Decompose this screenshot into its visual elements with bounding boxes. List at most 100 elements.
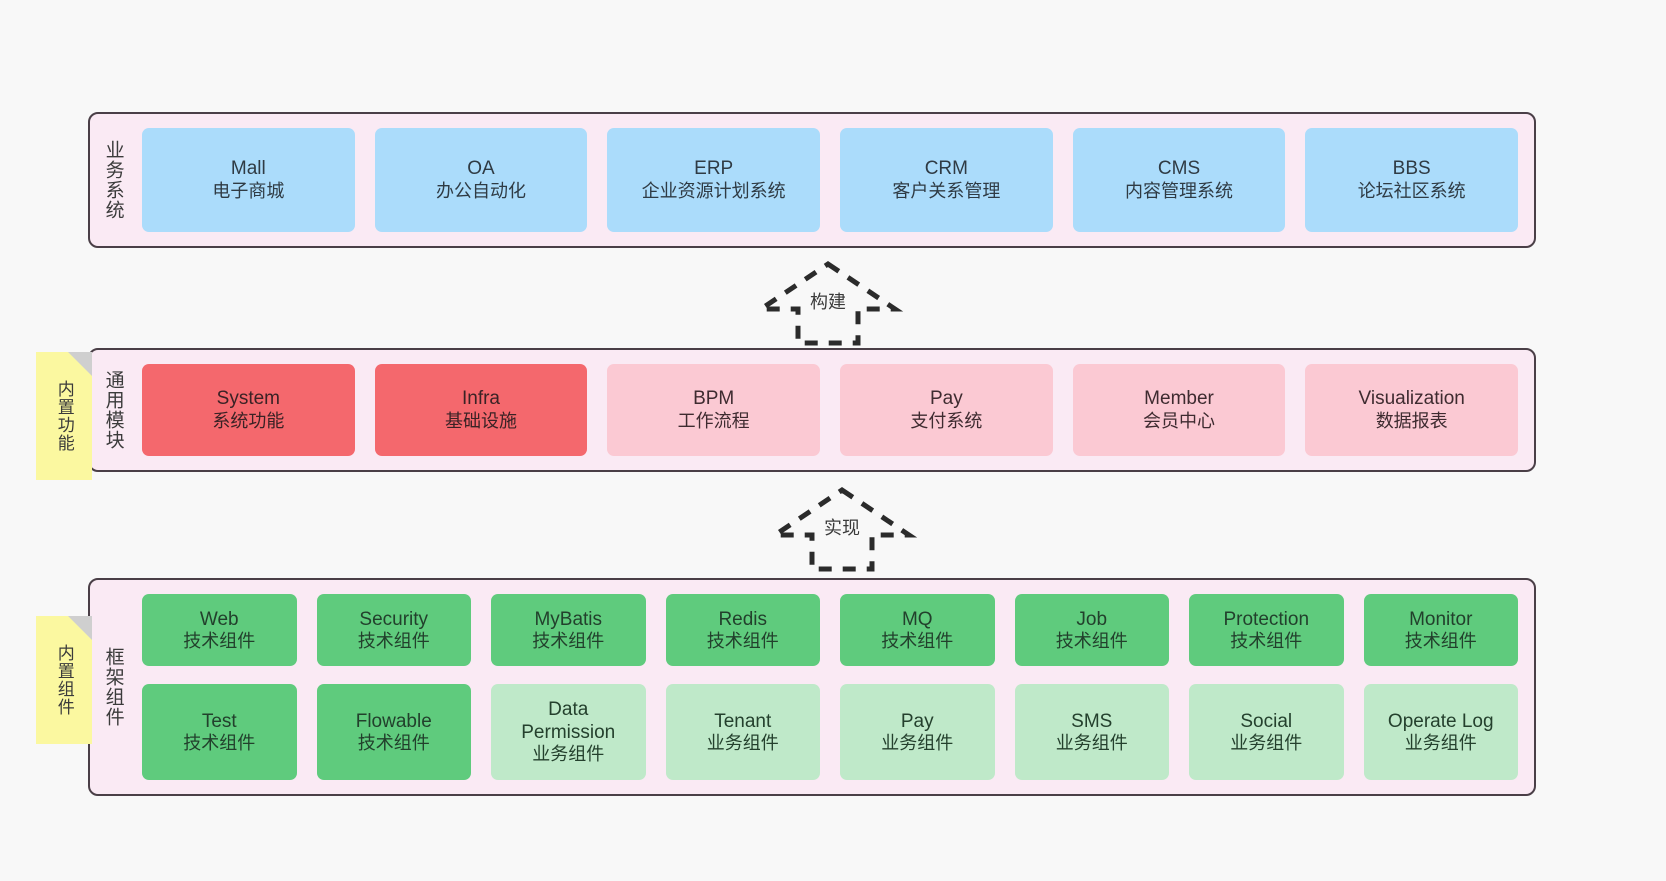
layer-common-modules-label: 通用模块 <box>102 370 124 450</box>
module-card-flowable[interactable]: Flowable 技术组件 <box>316 684 471 781</box>
module-card-sms[interactable]: SMS 业务组件 <box>1014 684 1169 781</box>
sticky-note-label: 内置功能 <box>54 380 74 452</box>
module-title: OA <box>467 158 495 180</box>
layer-framework-components-label: 框架组件 <box>102 647 124 727</box>
module-subtitle: 技术组件 <box>1055 630 1128 651</box>
sticky-note-builtin-components: 内置组件 <box>36 616 92 744</box>
module-card-social[interactable]: Social 业务组件 <box>1189 684 1344 781</box>
module-card-cms[interactable]: CMS 内容管理系统 <box>1072 128 1286 232</box>
module-subtitle: 技术组件 <box>357 630 430 651</box>
arrow-implement: 实现 <box>766 486 918 572</box>
module-card-test[interactable]: Test 技术组件 <box>142 684 297 781</box>
module-subtitle: 技术组件 <box>881 630 954 651</box>
module-subtitle: 技术组件 <box>1404 630 1477 651</box>
module-subtitle: 支付系统 <box>910 410 983 431</box>
module-card-redis[interactable]: Redis 技术组件 <box>665 594 820 667</box>
module-subtitle: 技术组件 <box>1230 630 1303 651</box>
module-card-bpm[interactable]: BPM 工作流程 <box>607 364 821 456</box>
module-card-mq[interactable]: MQ 技术组件 <box>840 594 995 667</box>
module-title: Infra <box>461 388 501 410</box>
sticky-note-builtin-functions: 内置功能 <box>36 352 92 480</box>
module-subtitle: 技术组件 <box>706 630 779 651</box>
module-subtitle: 业务组件 <box>1404 732 1477 753</box>
module-card-crm[interactable]: CRM 客户关系管理 <box>840 128 1053 232</box>
module-card-oa[interactable]: OA 办公自动化 <box>374 128 588 232</box>
module-card-job[interactable]: Job 技术组件 <box>1014 594 1169 667</box>
module-title: ERP <box>694 158 734 180</box>
module-card-tenant[interactable]: Tenant 业务组件 <box>665 684 820 781</box>
module-title: Pay <box>900 710 934 732</box>
arrow-build: 构建 <box>752 260 904 346</box>
module-card-web[interactable]: Web 技术组件 <box>142 594 297 667</box>
arrow-implement-label: 实现 <box>824 518 860 538</box>
framework-components-row-2: Test 技术组件 Flowable 技术组件 Data Permission … <box>142 684 1518 781</box>
folded-corner-icon <box>68 616 92 640</box>
module-title: Job <box>1076 608 1108 630</box>
module-subtitle: 技术组件 <box>183 630 256 651</box>
layer-framework-components-body: Web 技术组件 Security 技术组件 MyBatis 技术组件 Redi… <box>136 580 1534 794</box>
layer-common-modules-body: System 系统功能 Infra 基础设施 BPM 工作流程 Pay 支付系统… <box>136 350 1534 470</box>
module-subtitle: 电子商城 <box>212 180 285 201</box>
layer-business-systems-label: 业务系统 <box>102 140 124 220</box>
business-systems-row: Mall 电子商城 OA 办公自动化 ERP 企业资源计划系统 CRM 客户关系… <box>142 128 1519 232</box>
module-title: Redis <box>718 608 768 630</box>
module-title: Tenant <box>714 710 772 732</box>
module-card-mall[interactable]: Mall 电子商城 <box>142 128 355 232</box>
module-subtitle: 系统功能 <box>212 410 285 431</box>
sticky-note-label: 内置组件 <box>54 644 74 716</box>
module-title: Monitor <box>1409 608 1473 630</box>
module-subtitle: 数据报表 <box>1375 410 1448 431</box>
module-card-infra[interactable]: Infra 基础设施 <box>374 364 588 456</box>
module-card-protection[interactable]: Protection 技术组件 <box>1189 594 1344 667</box>
module-subtitle: 内容管理系统 <box>1125 180 1234 201</box>
framework-components-row-1: Web 技术组件 Security 技术组件 MyBatis 技术组件 Redi… <box>142 594 1518 667</box>
module-title: MyBatis <box>534 608 603 630</box>
module-subtitle: 工作流程 <box>677 410 750 431</box>
module-title: Flowable <box>355 710 432 732</box>
module-card-bbs[interactable]: BBS 论坛社区系统 <box>1305 128 1519 232</box>
module-subtitle: 业务组件 <box>706 732 779 753</box>
layer-common-modules: 通用模块 System 系统功能 Infra 基础设施 BPM 工作流程 Pay… <box>88 348 1536 472</box>
module-title: CMS <box>1157 158 1201 180</box>
module-subtitle: 客户关系管理 <box>892 180 1001 201</box>
module-subtitle: 会员中心 <box>1143 410 1216 431</box>
module-title: CRM <box>924 158 968 180</box>
module-title: BBS <box>1392 158 1431 180</box>
module-card-visualization[interactable]: Visualization 数据报表 <box>1305 364 1519 456</box>
module-card-system[interactable]: System 系统功能 <box>142 364 355 456</box>
module-title: Data Permission <box>521 699 616 744</box>
module-subtitle: 业务组件 <box>532 744 605 765</box>
module-subtitle: 办公自动化 <box>436 180 526 201</box>
module-title: Mall <box>230 158 266 180</box>
module-subtitle: 技术组件 <box>357 732 430 753</box>
module-card-security[interactable]: Security 技术组件 <box>316 594 471 667</box>
module-subtitle: 业务组件 <box>1230 732 1303 753</box>
module-title: Operate Log <box>1387 710 1494 732</box>
module-card-pay[interactable]: Pay 支付系统 <box>840 364 1053 456</box>
module-card-monitor[interactable]: Monitor 技术组件 <box>1363 594 1518 667</box>
module-title: System <box>216 388 281 410</box>
module-title: Visualization <box>1358 388 1465 410</box>
arrow-build-label: 构建 <box>810 292 846 312</box>
module-card-data-permission[interactable]: Data Permission 业务组件 <box>491 684 646 781</box>
module-card-member[interactable]: Member 会员中心 <box>1072 364 1286 456</box>
module-title: Protection <box>1223 608 1310 630</box>
module-title: MQ <box>901 608 933 630</box>
layer-business-systems: 业务系统 Mall 电子商城 OA 办公自动化 ERP 企业资源计划系统 CRM… <box>88 112 1536 248</box>
module-card-mybatis[interactable]: MyBatis 技术组件 <box>491 594 646 667</box>
common-modules-row: System 系统功能 Infra 基础设施 BPM 工作流程 Pay 支付系统… <box>142 364 1519 456</box>
module-card-erp[interactable]: ERP 企业资源计划系统 <box>607 128 821 232</box>
module-subtitle: 基础设施 <box>445 410 517 431</box>
module-title: Web <box>199 608 239 630</box>
module-title: Pay <box>929 388 963 410</box>
module-subtitle: 技术组件 <box>532 630 605 651</box>
module-subtitle: 技术组件 <box>183 732 256 753</box>
module-title: Member <box>1144 388 1214 410</box>
module-subtitle: 业务组件 <box>1055 732 1128 753</box>
module-title: Security <box>359 608 429 630</box>
module-title: Social <box>1240 710 1293 732</box>
module-title: SMS <box>1071 710 1113 732</box>
module-card-operate-log[interactable]: Operate Log 业务组件 <box>1363 684 1518 781</box>
module-card-pay-business[interactable]: Pay 业务组件 <box>840 684 995 781</box>
